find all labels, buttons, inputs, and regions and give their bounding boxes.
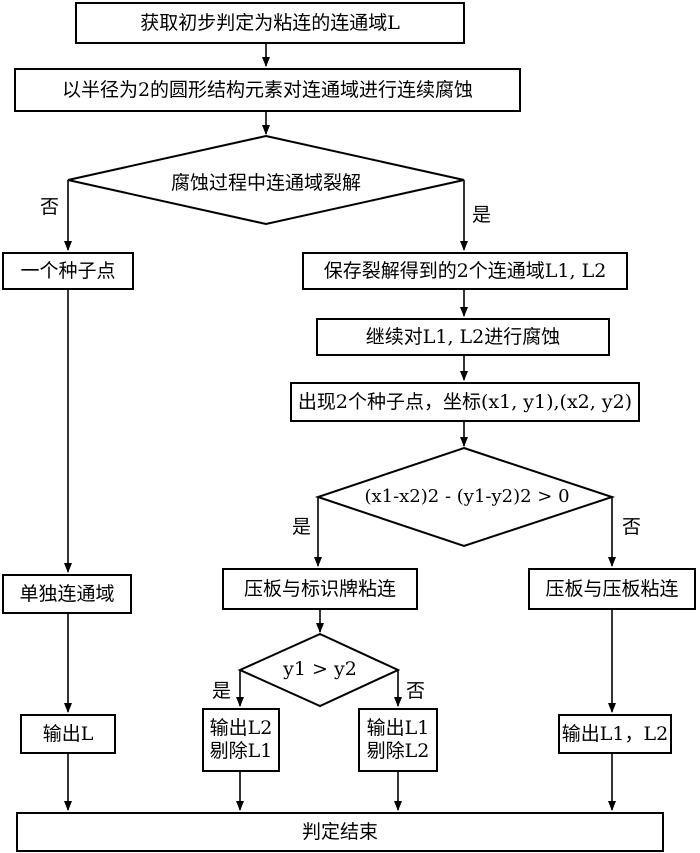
plate-label-box: 压板与标识牌粘连 [222,568,418,610]
output-L1-line2: 剔除L2 [366,740,430,762]
end-text: 判定结束 [301,820,378,843]
one-seed-text: 一个种子点 [20,259,116,282]
continue-text: 继续对L1, L2进行腐蚀 [365,325,561,348]
split-yes-label: 是 [472,204,492,226]
two-seeds-box: 出现2个种子点，坐标(x1, y1),(x2, y2) [290,382,640,422]
y-decision-diamond [237,632,401,708]
split-decision-diamond [67,134,465,226]
single-region-text: 单独连通域 [19,582,115,605]
y-decision-text: y1 > y2 [283,658,357,680]
dist-yes-label: 是 [292,516,312,538]
dist-decision-diamond [314,446,616,548]
output-both-box: 输出L1，L2 [558,714,672,754]
output-L1-box: 输出L1 剔除L2 [358,708,438,772]
plate-plate-box: 压板与压板粘连 [528,568,696,610]
single-region-box: 单独连通域 [2,574,132,614]
split-no-label: 否 [40,196,60,218]
two-seeds-text: 出现2个种子点，坐标(x1, y1),(x2, y2) [297,390,633,413]
start-box: 获取初步判定为粘连的连通域L [75,2,465,44]
start-text: 获取初步判定为粘连的连通域L [140,11,400,34]
output-L-text: 输出L [42,722,94,745]
erode-box: 以半径为2的圆形结构元素对连通域进行连续腐蚀 [14,68,521,112]
y-yes-label: 是 [212,680,232,702]
output-L2-line2: 剔除L1 [209,740,273,762]
output-both-text: 输出L1，L2 [561,722,669,745]
output-L2-box: 输出L2 剔除L1 [202,708,280,772]
output-L1-line1: 输出L1 [366,717,430,740]
split-decision-text: 腐蚀过程中连通域裂解 [170,172,361,194]
dist-decision-text: (x1-x2)2 - (y1-y2)2 > 0 [364,486,570,507]
one-seed-box: 一个种子点 [2,252,134,290]
output-L2-line1: 输出L2 [209,717,273,740]
continue-box: 继续对L1, L2进行腐蚀 [316,318,610,356]
dist-no-label: 否 [622,516,642,538]
y-no-label: 否 [406,680,426,702]
output-L-box: 输出L [20,714,116,754]
end-box: 判定结束 [16,812,664,852]
erode-text: 以半径为2的圆形结构元素对连通域进行连续腐蚀 [61,78,474,101]
plate-plate-text: 压板与压板粘连 [545,577,679,600]
save-text: 保存裂解得到的2个连通域L1, L2 [323,259,607,282]
save-box: 保存裂解得到的2个连通域L1, L2 [302,252,628,290]
plate-label-text: 压板与标识牌粘连 [243,577,396,600]
